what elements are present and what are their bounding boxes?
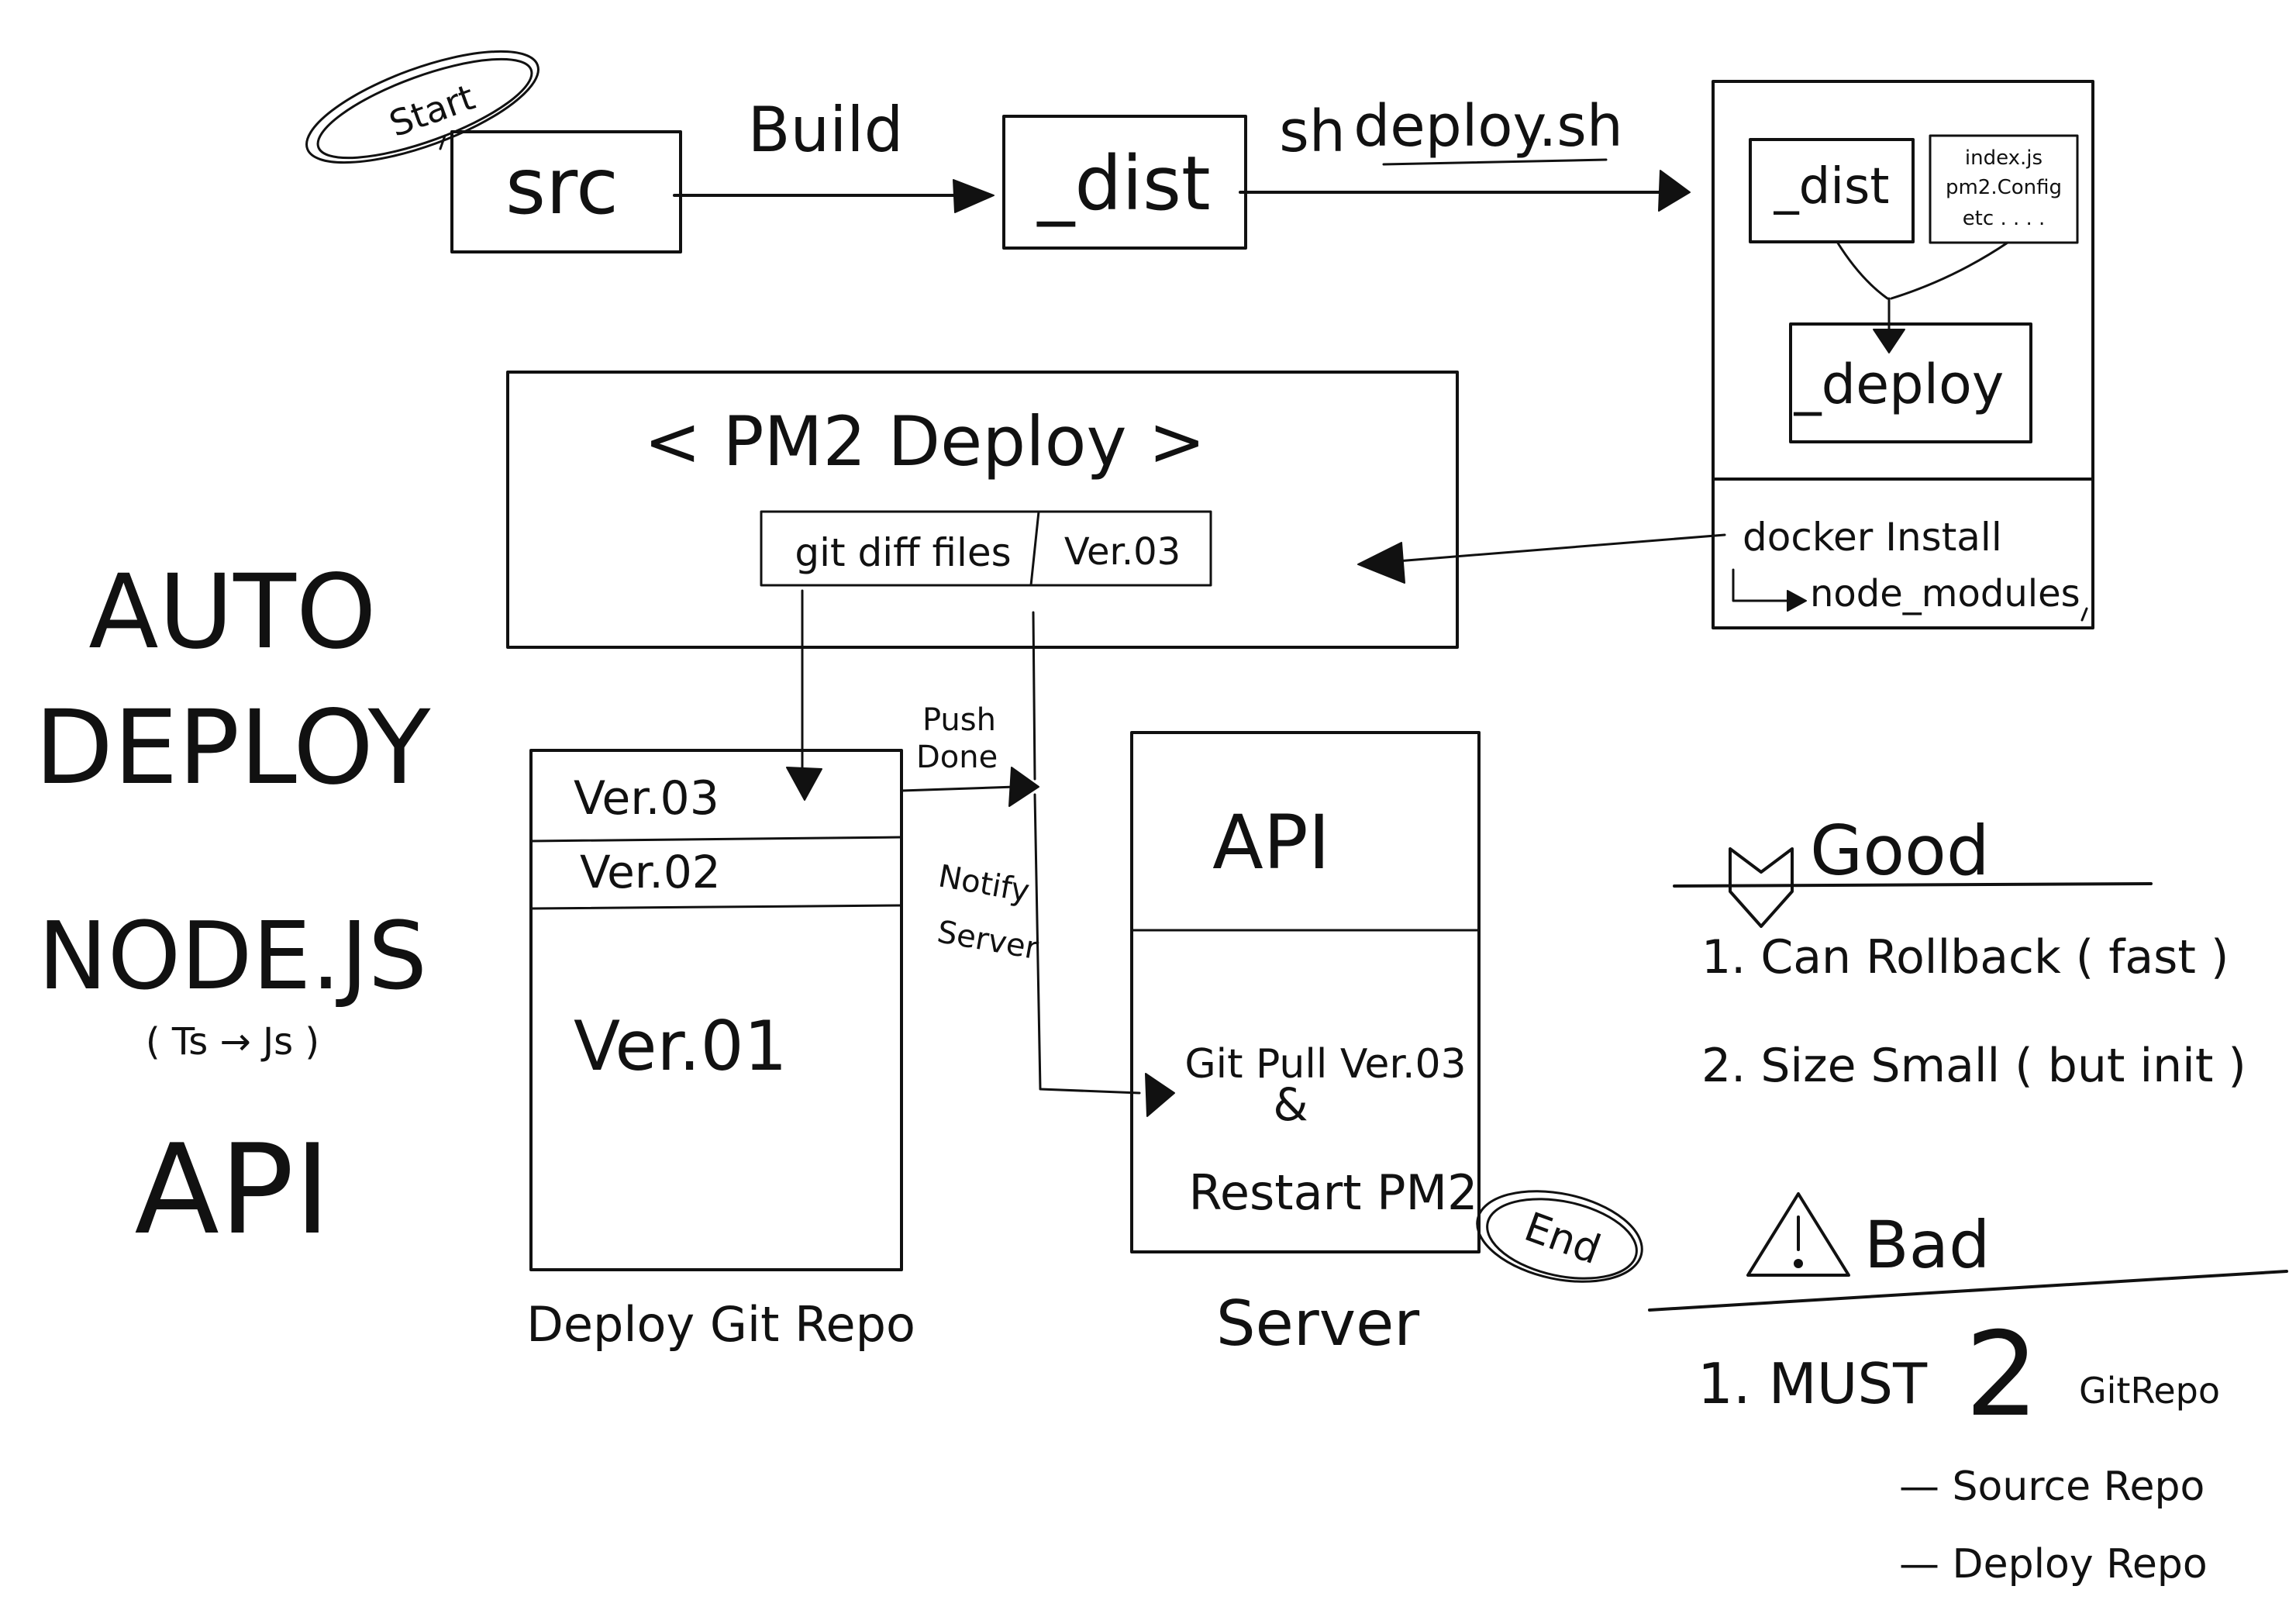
arrow-dist-to-docker [1239,170,1691,212]
bad-number-two: 2 [1965,1308,2039,1443]
sh-label: sh [1279,98,1345,165]
deploy-script-underline [1382,158,1608,166]
warning-icon [1746,1192,1850,1277]
repo-caption: Deploy Git Repo [526,1296,915,1353]
repo-row-ver03: Ver.03 [574,771,719,826]
deploy-script-label: deploy.sh [1353,93,1623,160]
heart-icon [1729,847,1794,928]
arrow-pm2-to-repo [786,589,822,801]
repo-row-ver01: Ver.01 [574,1006,788,1086]
title-deploy: DEPLOY [35,688,431,808]
git-diff-label: git diff files [795,530,1011,575]
title-api: API [134,1117,330,1262]
arrow-docker-to-pm2 [1357,533,1726,584]
arrow-src-to-dist [673,179,995,213]
docker-deploy-label: _deploy [1794,353,2005,416]
title-auto: AUTO [88,553,376,672]
title-block: AUTO DEPLOY NODE.JS ( Ts → Js ) API [35,553,431,1262]
docker-box: _dist index.js pm2.Config etc . . . . _d… [1712,80,2094,629]
good-item-2: 2. Size Small ( but init ) [1701,1039,2246,1093]
deploy-git-repo: Ver.03 Ver.02 Ver.01 Deploy Git Repo [526,749,915,1353]
bad-subitem-source: — Source Repo [1899,1464,2205,1510]
title-nodejs: NODE.JS [38,903,427,1011]
bad-heading: Bad [1864,1207,1990,1283]
dist-label: _dist [1036,140,1210,227]
src-label: src [505,141,619,232]
repo-row-ver02: Ver.02 [580,846,721,898]
good-heading: Good [1810,811,1990,891]
config-file-etc: etc . . . . [1963,207,2046,230]
pm2-title: < PM2 Deploy > [644,402,1206,481]
config-file-pm2: pm2.Config [1946,176,2062,199]
push-notify-path: Push Done Notify Server [900,611,1175,1117]
pm2-deploy-box: < PM2 Deploy > git diff files Ver.03 [506,371,1459,649]
dist-box: _dist [1002,115,1247,250]
server-restart: Restart PM2 [1189,1164,1478,1221]
good-item-1: 1. Can Rollback ( fast ) [1701,930,2229,984]
good-section: Good 1. Can Rollback ( fast ) 2. Size Sm… [1673,811,2246,1093]
config-file-index: index.js [1965,147,2043,170]
bad-section: Bad 1. MUST 2 GitRepo — Source Repo — De… [1648,1192,2288,1588]
server-api-label: API [1212,799,1330,886]
docker-install-label: docker Install [1743,515,2002,560]
git-diff-box [760,510,1212,587]
docker-dist-box [1749,138,1915,243]
push-label: Push [922,702,996,738]
src-box: src [450,130,682,253]
bad-suffix: GitRepo [2079,1370,2220,1412]
bad-item-1: 1. MUST [1698,1351,1928,1416]
bad-subitem-deploy: — Deploy Repo [1899,1541,2208,1588]
docker-dist-label: _dist [1774,158,1890,215]
build-label: Build [748,94,904,166]
node-modules-label: node_modules [1810,572,2080,615]
server-git-pull: Git Pull Ver.03 [1184,1041,1466,1088]
server-ampersand: & [1273,1078,1308,1131]
server-box: API Git Pull Ver.03 & Restart PM2 Server [1130,731,1481,1360]
server-caption: Server [1216,1288,1419,1360]
title-ts-js: ( Ts → Js ) [146,1020,319,1064]
docker-deploy-box [1789,322,2032,443]
done-label: Done [916,740,998,775]
git-diff-version: Ver.03 [1064,530,1181,574]
config-files-box [1929,134,2079,244]
